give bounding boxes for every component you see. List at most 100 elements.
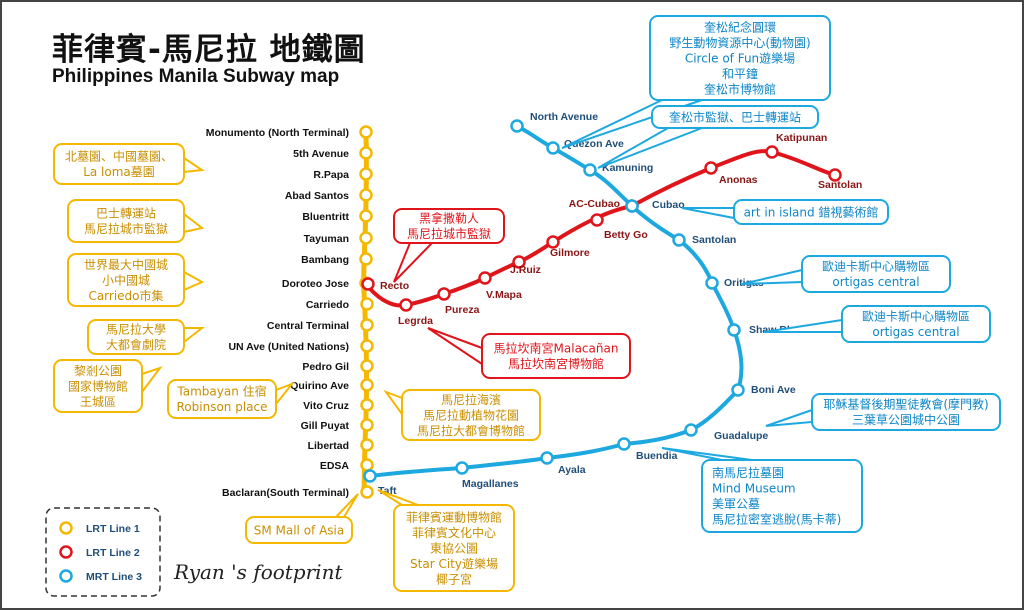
lrt2-station-dot (765, 145, 779, 159)
mrt3-station-label: Santolan (692, 234, 736, 246)
callout-text-line: Star City遊樂場 (410, 556, 498, 571)
lrt1-station-dot (360, 438, 374, 452)
mrt3-station-label: Ayala (558, 464, 586, 476)
mrt3-station-dot (540, 451, 554, 465)
lrt1-station-dot (359, 209, 373, 223)
lrt1-station-dot (360, 318, 374, 332)
callout-text-line: SM Mall of Asia (254, 523, 345, 537)
callout-text-line: 美軍公墓 (712, 497, 760, 511)
legend-label: MRT Line 3 (86, 571, 142, 583)
mrt3-station-label: North Avenue (530, 111, 598, 123)
callout-text-line: 南馬尼拉墓園 (712, 465, 784, 480)
callout-text-line: 王城區 (80, 395, 116, 409)
lrt2-station-dot (361, 277, 375, 291)
callout-text-line: 大都會劇院 (106, 338, 166, 352)
lrt2-station-label: J.Ruiz (510, 264, 541, 276)
lrt1-callout-sm-mall: SM Mall of Asia (245, 493, 359, 544)
callout-text-line: 耶穌基督後期聖徒教會(摩門教) (823, 397, 988, 412)
callout-text-line: 馬拉坎南宮Malacañan (494, 341, 619, 356)
lrt1-station-label: Central Terminal (267, 320, 349, 332)
lrt1-station-dot (359, 252, 373, 266)
callout-text-line: 三葉草公園城中公園 (852, 412, 960, 427)
lrt2-station-label: V.Mapa (486, 289, 522, 301)
map-legend: LRT Line 1 LRT Line 2 MRT Line 3 (45, 507, 161, 597)
map-title-english: Philippines Manila Subway map (52, 66, 340, 87)
lrt1-station-dot (360, 339, 374, 353)
lrt1-station-label: Carriedo (306, 299, 349, 311)
mrt3-station-label: Buendia (636, 450, 678, 462)
lrt1-station-dot (359, 231, 373, 245)
lrt1-station-label: Pedro Gil (302, 361, 349, 373)
mrt3-station-dot (510, 119, 524, 133)
callout-text-line: 馬尼拉大都會博物館 (417, 423, 525, 438)
callout-text-line: 野生動物資源中心(動物園) (669, 35, 810, 50)
lrt2-station-label: Santolan (818, 179, 862, 191)
callout-text-line: 馬尼拉城市監獄 (407, 226, 491, 241)
lrt1-station-label: Vito Cruz (303, 400, 349, 412)
callout-text-line: 世界最大中國城 (84, 257, 168, 272)
mrt3-station-dot (455, 461, 469, 475)
mrt3-station-label: Cubao (652, 199, 685, 211)
lrt1-station-label: Doroteo Jose (282, 278, 349, 290)
mrt3-station-dot (625, 199, 639, 213)
lrt1-station-label: Quirino Ave (290, 380, 349, 392)
lrt2-station-dot (399, 298, 413, 312)
legend-label: LRT Line 1 (86, 523, 140, 535)
callout-text-line: 東協公園 (430, 540, 478, 555)
callout-text-line: 黎剎公園 (74, 364, 122, 378)
lrt1-station-dot (360, 297, 374, 311)
lrt2-station-dot (590, 213, 604, 227)
callout-text-line: 歐迪卡斯中心購物區 (822, 259, 930, 274)
map-title-chinese: 菲律賓-馬尼拉 地鐵圖 (52, 32, 366, 68)
lrt1-station-label: Baclaran(South Terminal) (222, 487, 349, 499)
callout-text-line: 巴士轉運站 (96, 207, 156, 221)
callout-text-line: 國家博物館 (68, 378, 128, 393)
callout-text-line: 和平鐘 (722, 66, 758, 81)
lrt2-station-label: AC-Cubao (569, 198, 620, 210)
lrt1-station-label: Abad Santos (285, 190, 349, 202)
callout-text-line: 小中國城 (102, 272, 150, 287)
legend-marker (59, 521, 73, 535)
mrt3-station-dot (363, 469, 377, 483)
mrt3-station-label: Magallanes (462, 478, 519, 490)
mrt3-station-label: Kamuning (602, 162, 653, 174)
callout-text-line: 奎松市博物館 (704, 81, 776, 96)
callout-text-line: 馬尼拉海濱 (441, 392, 501, 407)
mrt3-callout-quezon-jail: 奎松市監獄、巴士轉運站 (597, 105, 819, 169)
lrt1-station-dot (360, 378, 374, 392)
lrt1-station-dot (360, 485, 374, 499)
callout-text-line: ortigas central (832, 275, 919, 289)
legend-marker (59, 545, 73, 559)
mrt3-callout-art-in-island: art in island 錯視藝術館 (681, 199, 889, 225)
lrt1-station-dot (359, 167, 373, 181)
callout-text-line: 北墓園、中國墓園、 (65, 149, 173, 164)
mrt3-callout-mormon-church: 耶穌基督後期聖徒教會(摩門教)三葉草公園城中公園 (765, 393, 1001, 431)
callout-text-line: 歐迪卡斯中心購物區 (862, 309, 970, 324)
mrt3-station-label: Boni Ave (751, 384, 796, 396)
lrt1-station-dot (360, 418, 374, 432)
callout-text-line: 奎松紀念圓環 (704, 19, 776, 34)
mrt3-station-dot (617, 437, 631, 451)
lrt1-station-label: Tayuman (304, 233, 349, 245)
legend-label: LRT Line 2 (86, 547, 140, 559)
lrt1-station-label: Gill Puyat (301, 420, 350, 432)
callout-text-line: 奎松市監獄、巴士轉運站 (669, 109, 801, 124)
mrt3-station-dot (731, 383, 745, 397)
callout-text-line: Tambayan 住宿 (176, 384, 266, 399)
mrt3-station-dot (684, 423, 698, 437)
lrt2-station-label: Betty Go (604, 229, 648, 241)
lrt2-station-label: Recto (380, 280, 409, 292)
lrt1-station-label: Libertad (308, 440, 349, 452)
lrt2-station-label: Gilmore (550, 247, 590, 259)
lrt2-station-dot (478, 271, 492, 285)
